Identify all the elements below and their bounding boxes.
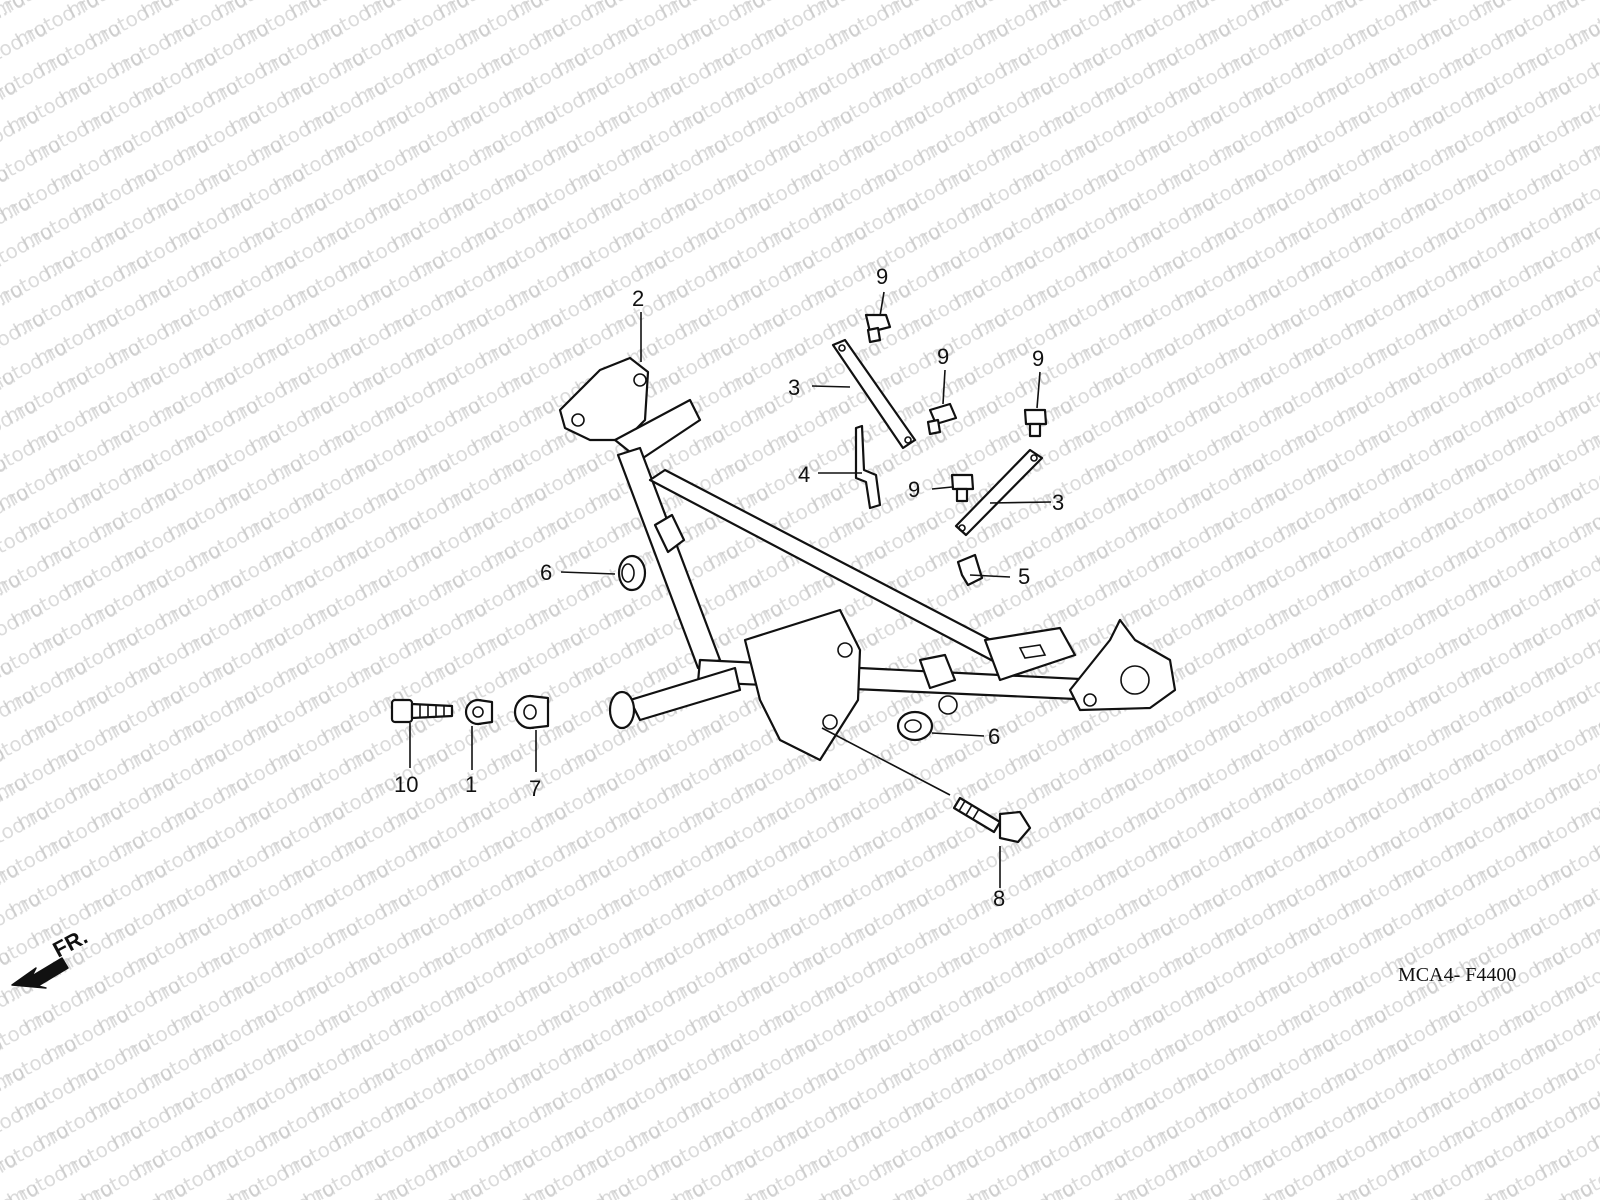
- callout-5: 5: [1018, 564, 1030, 589]
- callout-10: 10: [394, 772, 418, 797]
- diagram-code: MCA4- F4400: [1398, 964, 1516, 986]
- callout-7: 7: [529, 776, 541, 801]
- callout-1: 1: [465, 772, 477, 797]
- callout-3a: 3: [788, 375, 800, 400]
- collar-1-icon: [464, 698, 494, 726]
- callout-9a: 9: [876, 264, 888, 289]
- callout-9b: 9: [937, 344, 949, 369]
- grommet-6b-icon: [896, 710, 934, 742]
- rubber-7-icon: [513, 694, 550, 730]
- callout-6a: 6: [540, 560, 552, 585]
- callout-2: 2: [632, 286, 644, 311]
- grommet-6a-icon: [617, 554, 647, 592]
- callout-9d: 9: [908, 477, 920, 502]
- callout-4: 4: [798, 462, 810, 487]
- callout-9c: 9: [1032, 346, 1044, 371]
- callout-3b: 3: [1052, 490, 1064, 515]
- callout-8: 8: [993, 886, 1005, 911]
- callout-6b: 6: [988, 724, 1000, 749]
